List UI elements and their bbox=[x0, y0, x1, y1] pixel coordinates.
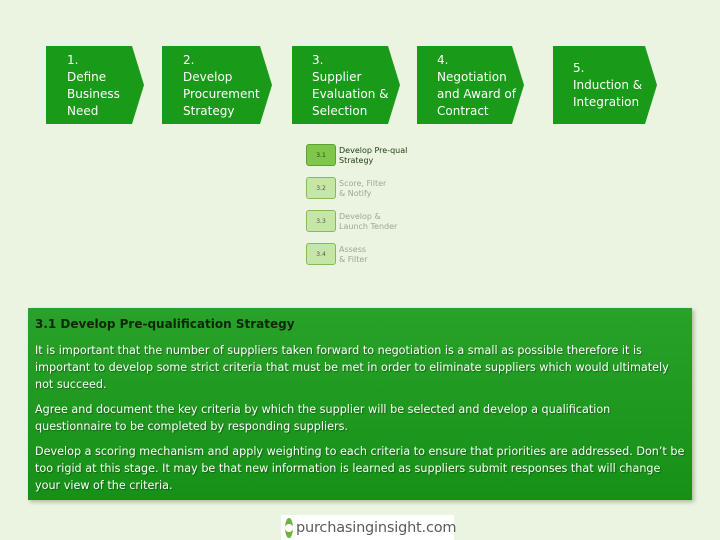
panel-paragraph: Develop a scoring mechanism and apply we… bbox=[35, 445, 685, 492]
sub-step-number: 3.1 bbox=[316, 151, 326, 159]
process-step-number: 3. bbox=[312, 53, 324, 67]
panel-title: 3.1 Develop Pre-qualification Strategy bbox=[35, 317, 295, 331]
process-step-number: 5. bbox=[573, 60, 585, 75]
sub-step-number: 3.3 bbox=[316, 217, 326, 225]
panel-paragraph: Agree and document the key criteria by w… bbox=[35, 403, 611, 433]
process-step-number: 4. bbox=[437, 53, 449, 67]
process-step-1[interactable]: 1. Define Business Need bbox=[46, 46, 144, 124]
sub-step-label: Score, Filter & Notify bbox=[339, 179, 387, 198]
process-step-2[interactable]: 2. Develop Procurement Strategy bbox=[162, 46, 272, 124]
sub-step-label: Assess & Filter bbox=[339, 245, 368, 264]
process-step-label: Negotiation and Award of Contract bbox=[437, 70, 517, 118]
process-step-number: 1. bbox=[67, 53, 79, 67]
sub-step-label: Develop & Launch Tender bbox=[339, 212, 398, 231]
process-step-label: Supplier Evaluation & Selection bbox=[312, 70, 389, 118]
sub-step-number: 3.2 bbox=[316, 184, 326, 192]
panel-paragraph: It is important that the number of suppl… bbox=[35, 344, 669, 391]
sub-step-label: Develop Pre-qual Strategy bbox=[339, 146, 408, 165]
sub-step-3-1[interactable]: 3.1 bbox=[306, 144, 336, 166]
detail-panel: 3.1 Develop Pre-qualification Strategy I… bbox=[28, 308, 692, 500]
process-step-number: 2. bbox=[183, 53, 195, 67]
sub-step-3-3[interactable]: 3.3 bbox=[306, 210, 336, 232]
purchasing-insight-logo-icon bbox=[285, 517, 293, 538]
sub-step-3-2[interactable]: 3.2 bbox=[306, 177, 336, 199]
process-step-4[interactable]: 4. Negotiation and Award of Contract bbox=[417, 46, 524, 124]
sub-step-3-4[interactable]: 3.4 bbox=[306, 243, 336, 265]
sub-step-number: 3.4 bbox=[316, 250, 326, 258]
process-step-3[interactable]: 3. Supplier Evaluation & Selection bbox=[292, 46, 400, 124]
logo-text: purchasinginsight.com bbox=[296, 519, 457, 536]
process-step-5[interactable]: 5. Induction & Integration bbox=[553, 46, 657, 124]
process-step-label: Induction & Integration bbox=[573, 77, 643, 109]
footer-logo[interactable]: purchasinginsight.com bbox=[281, 515, 457, 540]
process-step-label: Develop Procurement Strategy bbox=[183, 70, 260, 118]
process-step-label: Define Business Need bbox=[67, 70, 120, 118]
